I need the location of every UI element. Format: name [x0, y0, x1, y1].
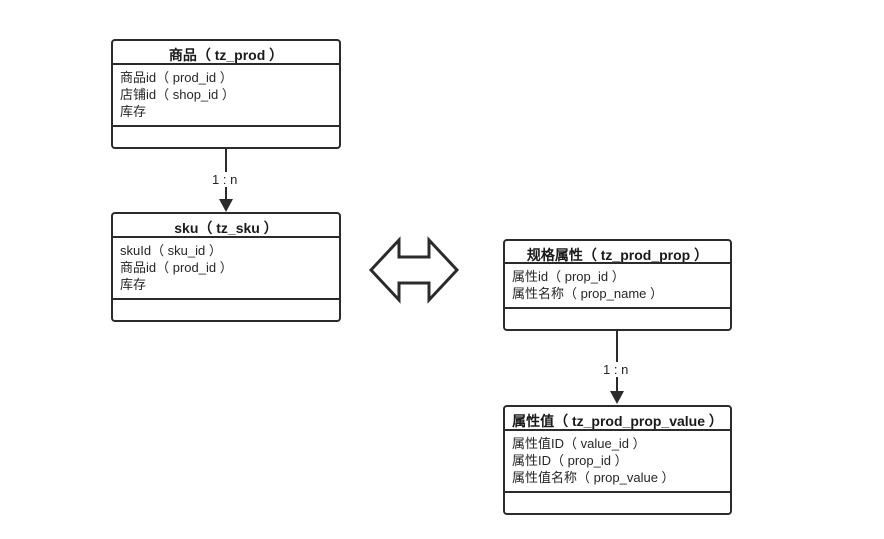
entity-title-tz-sku: sku（ tz_sku ） — [113, 214, 339, 238]
entity-tz-prod-prop-value[interactable]: 属性值（ tz_prod_prop_value ） 属性值ID（ value_i… — [503, 405, 732, 515]
entity-field: 库存 — [120, 104, 147, 119]
entity-field: 属性名称（ prop_name ） — [512, 286, 663, 301]
entity-field: 属性值ID（ value_id ） — [512, 436, 646, 451]
entity-fields-tz-prod: 商品id（ prod_id ） 店铺id（ shop_id ） 库存 — [113, 65, 339, 127]
entity-footer-tz-sku — [113, 300, 339, 320]
entity-field: 属性ID（ prop_id ） — [512, 453, 628, 468]
double-headed-arrow-svg — [368, 236, 460, 304]
entity-title-tz-prod-prop: 规格属性（ tz_prod_prop ） — [505, 241, 730, 264]
entity-table-name: （ tz_prod_prop ） — [582, 247, 709, 263]
entity-footer-tz-prod-prop — [505, 309, 730, 329]
entity-name: 规格属性 — [526, 247, 583, 263]
entity-name: 属性值 — [512, 413, 555, 429]
entity-footer-tz-prod — [113, 127, 339, 147]
entity-tz-sku[interactable]: sku（ tz_sku ） skuId（ sku_id ） 商品id（ prod… — [111, 212, 341, 322]
entity-field: skuId（ sku_id ） — [120, 243, 222, 258]
entity-name: sku — [174, 220, 199, 236]
entity-fields-tz-prod-prop-value: 属性值ID（ value_id ） 属性ID（ prop_id ） 属性值名称（… — [505, 431, 730, 493]
relation-cardinality-label: 1 : n — [601, 362, 631, 377]
entity-title-tz-prod: 商品（ tz_prod ） — [113, 41, 339, 65]
relation-prop-to-prop-value[interactable] — [610, 331, 624, 405]
double-headed-arrow-shape — [368, 236, 460, 304]
entity-field: 商品id（ prod_id ） — [120, 70, 233, 85]
entity-field: 店铺id（ shop_id ） — [120, 87, 235, 102]
entity-field: 库存 — [120, 277, 147, 292]
entity-name: 商品 — [168, 47, 197, 63]
entity-table-name: （ tz_sku ） — [198, 220, 278, 236]
relation-cardinality-label: 1 : n — [210, 172, 240, 187]
entity-tz-prod-prop[interactable]: 规格属性（ tz_prod_prop ） 属性id（ prop_id ） 属性名… — [503, 239, 732, 331]
entity-footer-tz-prod-prop-value — [505, 493, 730, 513]
entity-table-name: （ tz_prod ） — [196, 47, 284, 63]
double-headed-arrow-icon — [367, 235, 461, 305]
entity-field: 属性值名称（ prop_value ） — [512, 470, 675, 485]
relation-arrowhead-icon — [610, 391, 624, 404]
entity-field: 属性id（ prop_id ） — [512, 269, 625, 284]
relation-arrowhead-icon — [219, 199, 233, 212]
entity-tz-prod[interactable]: 商品（ tz_prod ） 商品id（ prod_id ） 店铺id（ shop… — [111, 39, 341, 149]
entity-fields-tz-prod-prop: 属性id（ prop_id ） 属性名称（ prop_name ） — [505, 264, 730, 309]
entity-table-name: （ tz_prod_prop_value ） — [554, 413, 723, 429]
entity-fields-tz-sku: skuId（ sku_id ） 商品id（ prod_id ） 库存 — [113, 238, 339, 300]
entity-title-tz-prod-prop-value: 属性值（ tz_prod_prop_value ） — [505, 407, 730, 431]
relation-line — [616, 331, 618, 392]
entity-field: 商品id（ prod_id ） — [120, 260, 233, 275]
